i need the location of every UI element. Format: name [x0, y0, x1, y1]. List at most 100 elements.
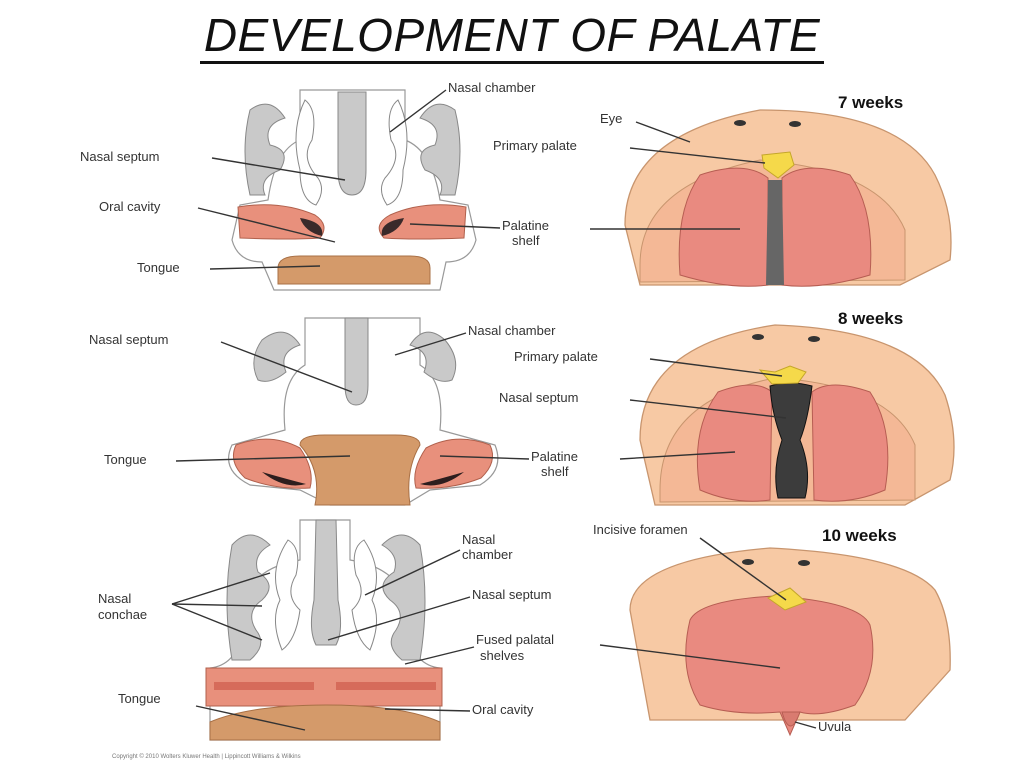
row2-label-palatine-2: shelf	[541, 464, 569, 479]
row2-label-nasal-chamber: Nasal chamber	[468, 323, 556, 338]
row2-leader-nasal-chamber	[394, 332, 467, 356]
row3-leader-nasal-septum	[327, 596, 471, 641]
row1-leader-tongue	[209, 265, 321, 270]
row1-right-nasal-wall	[419, 103, 461, 196]
copyright-line: Copyright © 2010 Wolters Kluwer Health |…	[112, 753, 301, 760]
row1-leader-nasal-chamber	[389, 89, 447, 133]
row3-leader-incisive-foramen	[699, 537, 787, 601]
row1-right-palatine-shelf	[378, 204, 467, 240]
row3-nasal-septum	[310, 519, 342, 646]
row1-nasal-septum	[337, 91, 367, 196]
row2-label-nasal-septum: Nasal septum	[89, 332, 168, 347]
row2-label-nasal-septum-right: Nasal septum	[499, 390, 578, 405]
row3-coronal-section	[205, 519, 443, 741]
row2-left-eye-mark	[752, 334, 764, 340]
row3-left-concha	[275, 539, 301, 651]
row2-label-tongue: Tongue	[104, 452, 147, 467]
row1-label-eye: Eye	[600, 111, 622, 126]
row1-tongue	[277, 255, 431, 285]
row3-label-nasal-chamber-2: chamber	[462, 547, 513, 562]
row2-leader-palatine	[439, 455, 530, 460]
row2-right-palatine-shelf	[414, 438, 493, 489]
row2-palate-view	[639, 324, 955, 506]
row1-leader-oral-cavity	[197, 207, 336, 243]
row3-label-conchae-1: Nasal	[98, 591, 131, 606]
row3-primary-palate	[766, 587, 807, 611]
row3-uvula	[781, 711, 801, 727]
row2-label-primary-palate: Primary palate	[514, 349, 598, 364]
row3-shelf-band-right	[336, 682, 436, 690]
row2-left-palatine-shelf	[233, 438, 312, 489]
page-title-text: DEVELOPMENT OF PALATE	[199, 9, 825, 64]
row3-label-oral-cavity: Oral cavity	[472, 702, 534, 717]
row3-leader-conchae-2	[171, 603, 263, 607]
row1-label-nasal-septum: Nasal septum	[80, 149, 159, 164]
row3-leader-conchae-3	[171, 603, 263, 641]
row3-label-nasal-chamber-1: Nasal	[462, 532, 495, 547]
row3-leader-tongue	[195, 705, 306, 731]
row1-left-palatal-shelf	[678, 167, 769, 287]
page-title: DEVELOPMENT OF PALATE	[0, 8, 1024, 64]
row1-label-nasal-chamber: Nasal chamber	[448, 80, 536, 95]
row3-label-incisive-foramen: Incisive foramen	[593, 522, 688, 537]
row1-leader-nasal-septum	[211, 157, 346, 181]
row2-shelf-shadow-left	[262, 472, 306, 486]
row2-leader-tongue	[175, 455, 351, 462]
row2-tongue	[299, 434, 421, 506]
row3-left-eye-mark	[742, 559, 754, 565]
row1-shelf-shadow-left	[300, 218, 323, 236]
row1-primary-palate	[761, 151, 795, 179]
row1-left-nasal-wall	[244, 103, 286, 196]
row2-leader-palatine-right	[619, 451, 736, 460]
row3-label-nasal-septum: Nasal septum	[472, 587, 551, 602]
row2-right-nasal-wall	[409, 331, 457, 382]
row1-right-palatal-shelf	[781, 167, 872, 287]
row1-label-palatine-2: shelf	[512, 233, 540, 248]
row2-septum	[769, 382, 813, 499]
row2-right-eye-mark	[808, 336, 820, 342]
row2-leader-nasal-septum-right	[629, 399, 787, 419]
row2-week-label: 8 weeks	[838, 309, 903, 328]
row3-shelf-band-left	[214, 682, 314, 690]
row2-leader-nasal-septum	[220, 341, 353, 393]
row1-leader-palatine	[409, 223, 501, 229]
row3-leader-nasal-chamber	[364, 549, 461, 596]
row2-coronal-section	[228, 317, 499, 506]
row3-leader-fused	[404, 646, 475, 665]
row1-right-concha	[381, 99, 408, 206]
row1-right-eye-mark	[789, 121, 801, 127]
row1-left-concha	[295, 99, 322, 206]
row2-leader-primary-palate	[649, 358, 783, 377]
row1-shelf-shadow-right	[381, 218, 404, 236]
row1-leader-eye	[635, 121, 691, 143]
row1-left-eye-mark	[734, 120, 746, 126]
row2-left-nasal-wall	[253, 331, 301, 382]
row2-primary-palate	[758, 365, 807, 385]
row2-right-palatal-shelf	[811, 384, 889, 502]
row3-left-nasal-wall	[226, 534, 271, 661]
row1-palate-view	[624, 109, 952, 287]
row1-leader-primary-palate	[629, 147, 766, 164]
row3-palate-view	[629, 547, 951, 737]
row1-label-palatine-1: Palatine	[502, 218, 549, 233]
row3-leader-oral-cavity	[384, 708, 471, 712]
row1-label-oral-cavity: Oral cavity	[99, 199, 161, 214]
row3-leader-conchae-1	[171, 572, 271, 605]
row3-label-conchae-2: conchae	[98, 607, 147, 622]
row3-label-fused-1: Fused palatal	[476, 632, 554, 647]
row3-label-tongue: Tongue	[118, 691, 161, 706]
row3-leader-uvula	[794, 721, 817, 729]
row1-septum-gap	[766, 180, 784, 285]
row1-week-label: 7 weeks	[838, 93, 903, 112]
row3-week-label: 10 weeks	[822, 526, 897, 545]
row3-label-fused-2: shelves	[480, 648, 525, 663]
row1-label-primary-palate: Primary palate	[493, 138, 577, 153]
row2-shelf-shadow-right	[420, 472, 464, 486]
row3-right-nasal-wall	[381, 534, 426, 661]
row3-leader-fused-right	[599, 644, 781, 669]
row2-nasal-septum	[344, 317, 369, 406]
row2-label-palatine-1: Palatine	[531, 449, 578, 464]
row1-label-tongue: Tongue	[137, 260, 180, 275]
row3-right-eye-mark	[798, 560, 810, 566]
row1-coronal-section	[231, 89, 477, 291]
